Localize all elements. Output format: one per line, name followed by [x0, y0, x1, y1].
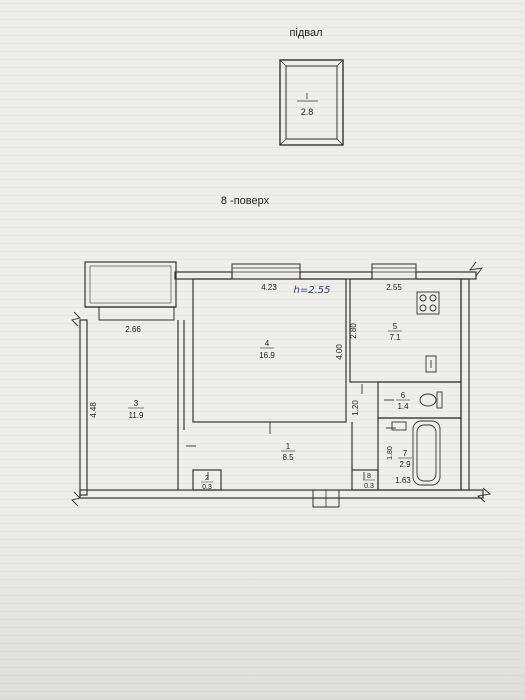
ceiling-height-note: h=2.55	[294, 285, 331, 296]
dim-room5-depth: 2.80	[349, 323, 358, 339]
room-5-number: 5	[393, 322, 398, 331]
dim-room7-width: 1.63	[395, 476, 411, 485]
room-8-area: 0.3	[364, 483, 374, 490]
room-2-number: 2	[205, 475, 209, 482]
room-3-label: 3 11.9	[128, 399, 144, 420]
room-3-area: 11.9	[129, 411, 145, 420]
basement-room-number: I	[306, 92, 308, 101]
dim-room4-width: 4.23	[261, 283, 277, 292]
room-1-number: 1	[286, 442, 291, 451]
dim-room3-depth: 4.48	[89, 402, 98, 418]
room-3-number: 3	[134, 399, 139, 408]
dim-room6-width: 1.20	[351, 400, 360, 416]
basement-room	[279, 59, 344, 146]
basement-room-area: 2.8	[301, 107, 314, 117]
room-6-number: 6	[401, 391, 406, 400]
room-8-number: 8	[367, 473, 371, 480]
dim-room5-width: 2.55	[386, 283, 402, 292]
room-1-label: 1 8.5	[281, 442, 295, 462]
room-7-label: 7 2.9	[398, 449, 412, 469]
room-7-number: 7	[403, 449, 408, 458]
room-6-area: 1.4	[397, 402, 409, 411]
dim-room7-length: 1.80	[387, 446, 394, 460]
dim-room3-width: 2.66	[125, 325, 141, 334]
room-1-area: 8.5	[282, 453, 294, 462]
room-5-label: 5 7.1	[388, 322, 402, 342]
outer-walls	[71, 261, 492, 508]
floor-title: 8 -поверх	[221, 195, 270, 207]
room-4-number: 4	[265, 339, 270, 348]
room-4-area: 16.9	[259, 351, 275, 360]
dim-room4-depth: 4.00	[335, 344, 344, 360]
room-5-area: 7.1	[389, 333, 401, 342]
room-6-label: 6 1.4	[396, 391, 410, 411]
doors-and-fixtures	[186, 291, 443, 486]
room-2-area: 0.3	[202, 484, 212, 491]
basement-title: підвал	[289, 27, 322, 39]
room-2-label: 2 0.3	[201, 475, 213, 491]
room-4-label: 4 16.9	[259, 339, 275, 360]
interior-walls	[177, 278, 462, 491]
room-8-label: 8 0.3	[363, 473, 375, 490]
room-7-area: 2.9	[399, 460, 411, 469]
